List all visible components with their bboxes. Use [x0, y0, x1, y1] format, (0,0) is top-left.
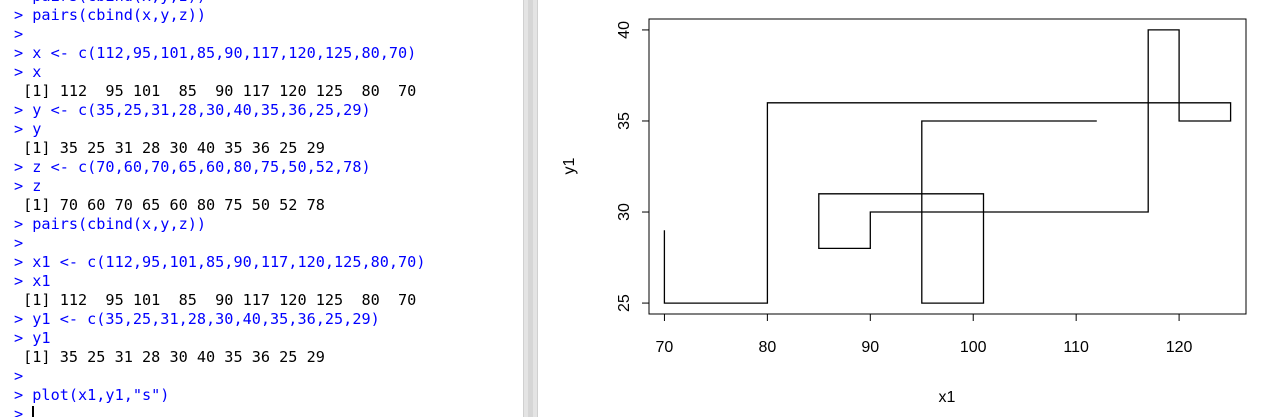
console-command-line: > — [14, 25, 24, 43]
console-output-line: [1] 35 25 31 28 30 40 35 36 25 29 — [14, 348, 325, 366]
console-output-line: [1] 112 95 101 85 90 117 120 125 80 70 — [14, 291, 417, 309]
console-command-line: > y1 <- c(35,25,31,28,30,40,35,36,25,29) — [14, 310, 380, 328]
plot-box — [648, 18, 1247, 315]
console-command-line: > y <- c(35,25,31,28,30,40,35,36,25,29) — [14, 101, 371, 119]
console-prompt-line[interactable]: > — [14, 405, 425, 417]
console-command-line: > pairs(cbind(x,y,z)) — [14, 6, 207, 24]
console-command-line: > z <- c(70,60,70,65,60,80,75,50,52,78) — [14, 158, 371, 176]
pane-splitter[interactable] — [523, 0, 538, 417]
console-command-line: > z — [14, 177, 42, 195]
console-command-line: > plot(x1,y1,"s") — [14, 386, 170, 404]
console-command-line: > y1 — [14, 329, 51, 347]
x-tick-label: 110 — [1063, 339, 1089, 356]
text-cursor — [32, 406, 35, 417]
x-tick-label: 100 — [960, 339, 987, 356]
console-command-line: > x — [14, 63, 42, 81]
y-tick-label: 40 — [616, 21, 633, 39]
splitter-grip[interactable] — [528, 0, 533, 417]
console-command-line: > — [14, 234, 24, 252]
y-tick-label: 30 — [616, 203, 633, 221]
y-tick-label: 35 — [616, 112, 633, 130]
r-console[interactable]: > pairs(cbind(x,y,z))> pairs(cbind(x,y,z… — [0, 0, 523, 417]
console-command-line: > pairs(cbind(x,y,z)) — [14, 0, 425, 6]
x-axis: 70 80 90 100 110 120 — [656, 313, 1193, 356]
x-tick-label: 80 — [758, 339, 776, 356]
console-output-line: [1] 112 95 101 85 90 117 120 125 80 70 — [14, 82, 417, 100]
console-command-line: > y — [14, 120, 42, 138]
console-command-line: > x <- c(112,95,101,85,90,117,120,125,80… — [14, 44, 417, 62]
console-output-line: [1] 70 60 70 65 60 80 75 50 52 78 — [14, 196, 325, 214]
console-output-line: [1] 35 25 31 28 30 40 35 36 25 29 — [14, 139, 325, 157]
x-tick-label: 90 — [861, 339, 879, 356]
x-tick-label: 70 — [656, 339, 674, 356]
console-command-line: > pairs(cbind(x,y,z)) — [14, 215, 207, 233]
x-axis-label: x1 — [939, 389, 956, 406]
console-command-line: > x1 — [14, 272, 51, 290]
x-tick-label: 120 — [1166, 339, 1193, 356]
console-command-line: > — [14, 367, 24, 385]
y-tick-label: 25 — [616, 294, 633, 312]
y-axis-label: y1 — [561, 157, 578, 174]
console-prompt: > — [14, 405, 24, 417]
y-axis: 25 30 35 40 — [616, 21, 650, 312]
step-plot: 70 80 90 100 110 120 25 30 35 40 x1 y1 — [561, 18, 1247, 406]
plot-pane: 70 80 90 100 110 120 25 30 35 40 x1 y1 — [538, 0, 1271, 417]
console-command-line: > x1 <- c(112,95,101,85,90,117,120,125,8… — [14, 253, 426, 271]
console-output: > pairs(cbind(x,y,z))> pairs(cbind(x,y,z… — [14, 0, 425, 417]
step-series-line — [663, 29, 1232, 304]
